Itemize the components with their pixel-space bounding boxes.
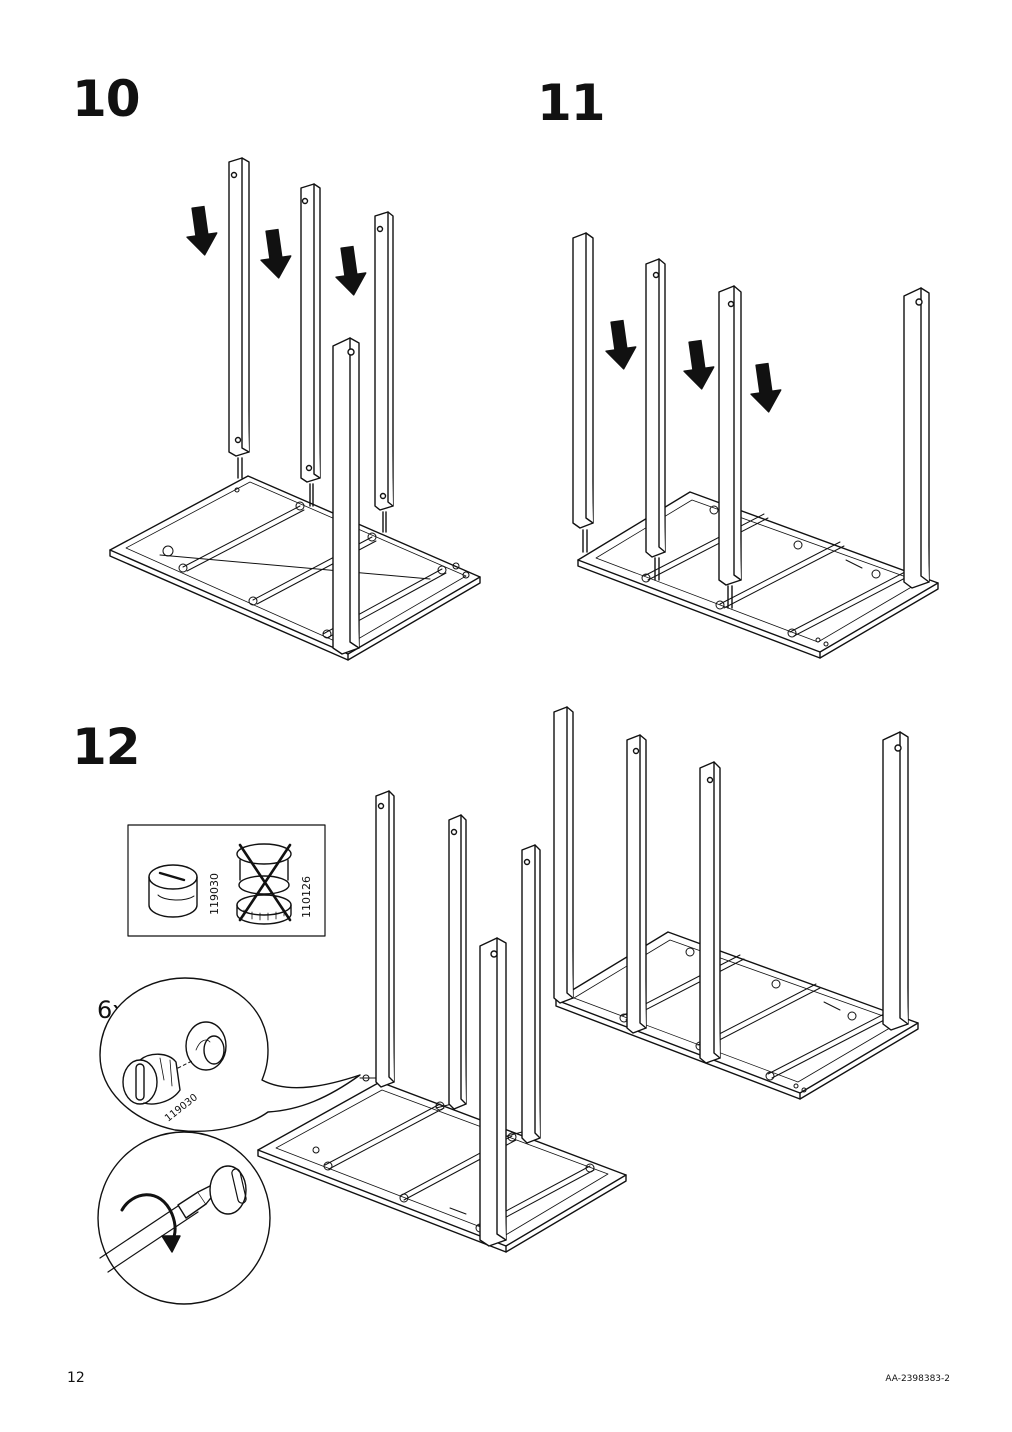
arrows-11 [601,318,785,415]
document-id: AA-2398383-2 [885,1374,950,1384]
step-11-number: 11 [537,74,606,132]
table-top-panel-10 [109,475,481,661]
arrows-10 [182,204,370,298]
parts-box: 119030 110126 [127,824,326,937]
legs-12a [375,790,541,1247]
legs-11 [572,232,930,609]
legs-10 [228,157,394,655]
hole-detail-icon [185,1021,227,1071]
cross-out-icon [238,843,292,922]
part-number-wrong: 110126 [300,876,313,918]
screwdriver-detail-circle [97,1131,271,1305]
legs-12b [553,706,909,1064]
step-10-illustration [109,157,481,661]
cam-lock-detail-icon [122,1053,181,1105]
part-number-ok: 119030 [208,873,221,915]
step-10-number: 10 [72,70,141,128]
page-number: 12 [67,1370,85,1386]
step-11-illustration [572,232,939,659]
step-12-illustration-right [553,706,919,1100]
step-12-illustration-left [257,790,627,1253]
cam-slot-icon [209,1165,247,1215]
detail-callout: 6x 119030 [97,977,361,1305]
step-12-number: 12 [72,718,141,776]
cam-lock-icon-ok [148,864,198,918]
table-top-panel-12a [257,1081,627,1253]
rails-11 [641,505,910,647]
rotate-arrow-icon [120,1193,181,1253]
